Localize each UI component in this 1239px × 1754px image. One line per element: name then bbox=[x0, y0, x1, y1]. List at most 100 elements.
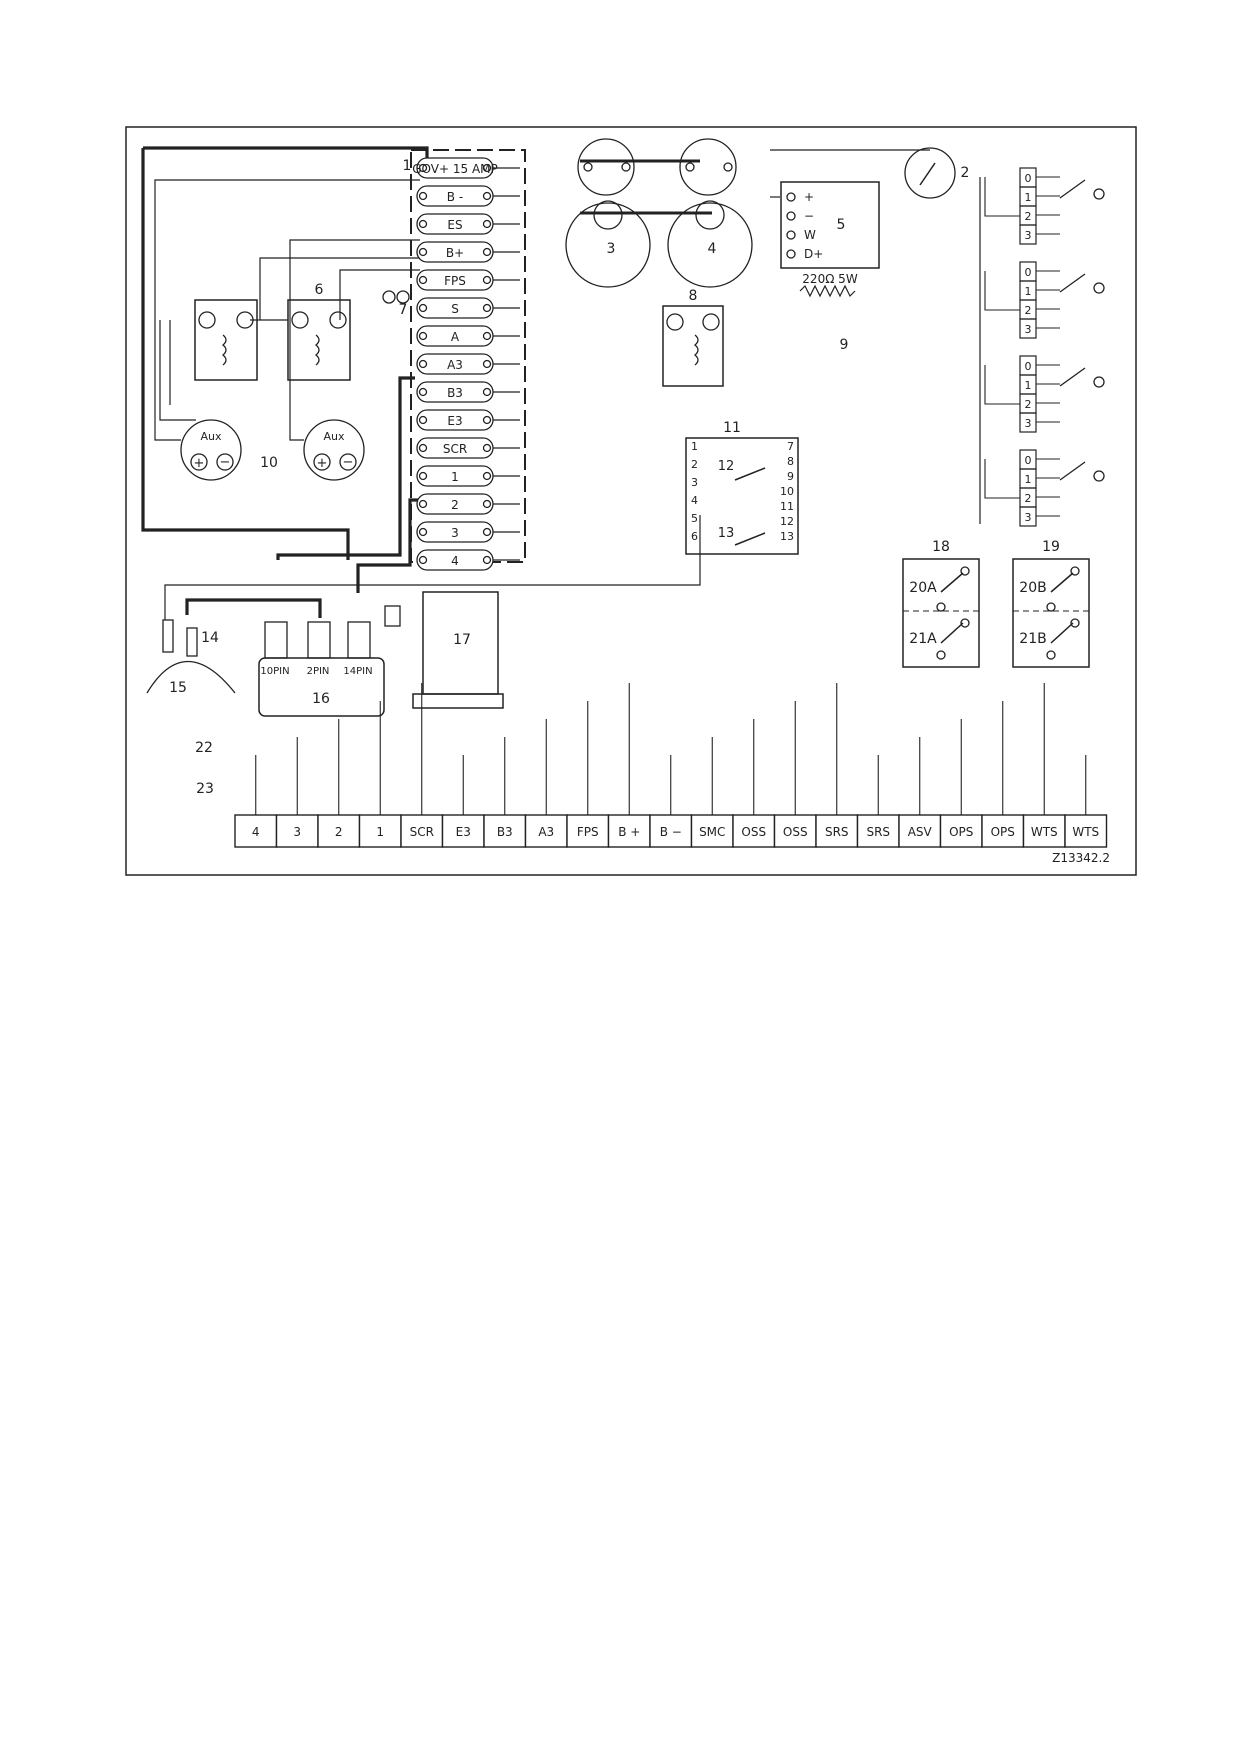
terminal-screw bbox=[482, 527, 492, 537]
regulator-terminal-label: D+ bbox=[804, 247, 823, 261]
gauge-body bbox=[667, 202, 753, 288]
relay-6-2 bbox=[287, 299, 351, 381]
connector-label: 14PIN bbox=[343, 666, 372, 677]
terminal-screw bbox=[418, 219, 428, 229]
regulator-terminal bbox=[786, 192, 796, 202]
terminal-5: FPS bbox=[416, 269, 494, 291]
plus-symbol: + bbox=[317, 456, 328, 471]
switch-position bbox=[1019, 506, 1037, 527]
minus-terminal bbox=[216, 453, 234, 471]
terminal-label: FPS bbox=[444, 274, 466, 288]
bottom-terminal-17: ASV bbox=[898, 814, 942, 848]
relay-body bbox=[194, 299, 258, 381]
switch-position-label: 0 bbox=[1025, 454, 1032, 467]
relay-pin: 12 bbox=[780, 515, 794, 528]
terminal-8: A3 bbox=[416, 353, 494, 375]
regulator-5 bbox=[780, 181, 880, 269]
connector-label: 10PIN bbox=[260, 666, 289, 677]
relay-pin: 10 bbox=[780, 485, 794, 498]
relay-coil bbox=[693, 334, 699, 366]
bottom-terminal-label: WTS bbox=[1072, 825, 1099, 839]
bottom-terminal-box bbox=[524, 814, 568, 848]
relay-contact bbox=[1070, 618, 1080, 628]
regulator-terminal-label: + bbox=[804, 190, 814, 204]
terminal-screw bbox=[418, 163, 428, 173]
bottom-terminal-1: 4 bbox=[234, 814, 278, 848]
bottom-terminal-label: 1 bbox=[376, 825, 384, 839]
wire bbox=[984, 271, 1020, 311]
terminal-7: A bbox=[416, 325, 494, 347]
bottom-terminal-box bbox=[566, 814, 610, 848]
gauge-sender bbox=[679, 138, 737, 196]
bottom-terminal-11: B − bbox=[649, 814, 693, 848]
callout-12: 12 bbox=[718, 459, 735, 474]
bottom-terminal-18: OPS bbox=[939, 814, 983, 848]
relay-body bbox=[902, 558, 980, 668]
relay-contact bbox=[1070, 566, 1080, 576]
callout-19: 19 bbox=[1042, 539, 1060, 555]
terminal-screw bbox=[685, 162, 695, 172]
callout-7: 7 bbox=[399, 302, 408, 318]
bottom-terminal-label: OSS bbox=[741, 825, 766, 839]
terminal-2: B - bbox=[416, 185, 494, 207]
terminal-11: SCR bbox=[416, 437, 494, 459]
heavy-wire bbox=[185, 598, 322, 618]
relay-pin: 9 bbox=[787, 470, 794, 483]
bottom-terminal-9: FPS bbox=[566, 814, 610, 848]
terminal-10: E3 bbox=[416, 409, 494, 431]
terminal-label: B3 bbox=[447, 386, 463, 400]
terminal-body bbox=[416, 269, 494, 291]
bottom-terminal-box bbox=[815, 814, 859, 848]
relay-contact bbox=[936, 650, 946, 660]
wire bbox=[1050, 622, 1074, 644]
sensor-14a bbox=[162, 619, 174, 653]
bottom-terminal-label: SRS bbox=[825, 825, 849, 839]
terminal-screw bbox=[482, 387, 492, 397]
connector-10PIN bbox=[264, 621, 288, 659]
switch-position-label: 3 bbox=[1025, 323, 1032, 336]
terminal-15: 4 bbox=[416, 549, 494, 571]
terminal-3: ES bbox=[416, 213, 494, 235]
bottom-terminal-label: B + bbox=[618, 825, 640, 839]
callout-9: 9 bbox=[840, 337, 849, 353]
callout-14: 14 bbox=[201, 630, 219, 646]
regulator-terminal-label: − bbox=[804, 209, 814, 223]
terminal-screw bbox=[482, 247, 492, 257]
bottom-terminal-7: B3 bbox=[483, 814, 527, 848]
wire bbox=[1059, 461, 1086, 481]
callout-20B: 20B bbox=[1019, 580, 1046, 596]
terminal-body bbox=[416, 241, 494, 263]
switch-indicator bbox=[1093, 470, 1105, 482]
bottom-terminal-box bbox=[358, 814, 402, 848]
regulator-terminal-label: W bbox=[804, 228, 816, 242]
terminal-body bbox=[416, 325, 494, 347]
bottom-terminal-box bbox=[939, 814, 983, 848]
terminal-screw bbox=[482, 443, 492, 453]
minus-symbol: − bbox=[343, 455, 354, 470]
bottom-terminal-10: B + bbox=[607, 814, 651, 848]
terminal-label: B - bbox=[447, 190, 463, 204]
bottom-terminal-label: A3 bbox=[538, 825, 554, 839]
charger-17-plug bbox=[384, 605, 401, 627]
connector-2PIN bbox=[307, 621, 331, 659]
aux-socket-2: Aux+− bbox=[303, 419, 365, 481]
aux-label: Aux bbox=[200, 430, 221, 443]
heavy-wire bbox=[143, 146, 429, 176]
wire bbox=[940, 572, 964, 593]
wire bbox=[259, 257, 420, 320]
gauge-terminal bbox=[695, 200, 725, 230]
relay-contact bbox=[236, 311, 254, 329]
gauge-3 bbox=[565, 138, 651, 288]
terminal-body bbox=[416, 297, 494, 319]
heavy-wire bbox=[141, 148, 350, 560]
bottom-terminal-6: E3 bbox=[441, 814, 485, 848]
terminal-screw bbox=[482, 415, 492, 425]
terminal-screw bbox=[482, 499, 492, 509]
terminal-label: A bbox=[451, 330, 460, 344]
terminal-14: 3 bbox=[416, 521, 494, 543]
